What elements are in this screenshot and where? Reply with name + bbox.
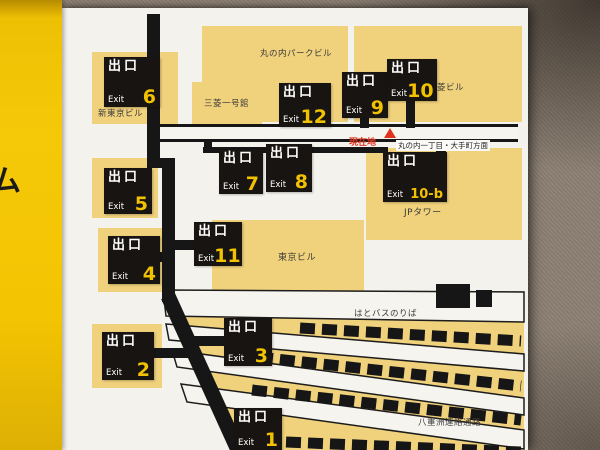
exit-en: Exit <box>270 179 287 190</box>
stub-exit3 <box>186 336 228 346</box>
exit-en: Exit <box>223 181 240 192</box>
exit-kanji: 出口 <box>228 320 261 335</box>
exit-en: Exit <box>112 271 129 282</box>
exit-en: Exit <box>106 367 123 378</box>
exit-kanji: 出口 <box>387 154 420 169</box>
exit-number: 6 <box>142 85 156 108</box>
exit-number: 11 <box>214 244 241 267</box>
label-shin-tokyo-building: 新東京ビル <box>98 109 144 119</box>
road-yaesu-passage <box>179 383 525 450</box>
exit-en: Exit <box>387 189 404 200</box>
exit-badge-4: 出口 Exit 4 <box>108 236 160 284</box>
top-corridor-lower-line <box>158 139 518 142</box>
label-mitsubishi-building: 三菱ビル <box>428 83 465 93</box>
you-are-here-marker-icon <box>384 128 396 138</box>
exit-number: 2 <box>136 358 150 381</box>
label-tokyo-building: 東京ビル <box>278 253 317 263</box>
label-mitsubishi-ichigokan: 三菱一号館 <box>204 99 250 109</box>
stub-exit11 <box>172 240 196 250</box>
exit-kanji: 出口 <box>346 74 379 89</box>
exit-badge-7: 出口 Exit 7 <box>219 149 263 194</box>
exit-badge-3: 出口 Exit 3 <box>224 318 272 366</box>
exit-kanji: 出口 <box>223 151 256 166</box>
exit-number: 10 <box>407 79 434 102</box>
label-jp-tower: JPタワー <box>404 208 442 218</box>
stub-exit2 <box>152 348 198 358</box>
exit-number: 8 <box>294 170 308 193</box>
exit-en: Exit <box>108 94 125 105</box>
corridor-diagonal <box>161 292 245 450</box>
label-marunouchi-park-building: 丸の内パークビル <box>260 49 333 59</box>
exit-badge-5: 出口 Exit 5 <box>104 168 152 214</box>
exit-kanji: 出口 <box>112 238 145 253</box>
exit-en: Exit <box>108 201 125 212</box>
exit-number: 3 <box>254 344 268 367</box>
you-are-here-label: 現在地 <box>349 138 377 148</box>
exit-kanji: 出口 <box>238 410 271 425</box>
exit-en: Exit <box>283 114 300 125</box>
top-corridor-fill <box>158 126 518 140</box>
stub-corridor-7-8 <box>204 140 212 150</box>
stub-exit10 <box>406 101 415 128</box>
exit-badge-6: 出口 Exit 6 <box>104 57 160 107</box>
exit-number: 5 <box>134 192 148 215</box>
exit-number: 10-b <box>410 186 443 202</box>
stub-exit4 <box>156 252 166 262</box>
sign-yellow-strip: ム <box>0 0 62 450</box>
exit-badge-8: 出口 Exit 8 <box>266 144 312 192</box>
exit-en: Exit <box>346 105 363 116</box>
exit-badge-9: 出口 Exit 9 <box>342 72 388 118</box>
exit-kanji: 出口 <box>270 146 303 161</box>
label-hato-bus-stop: はとバスのりば <box>354 309 418 319</box>
exit-number: 9 <box>370 96 384 119</box>
exit-en: Exit <box>198 253 215 264</box>
exit-kanji: 出口 <box>106 334 139 349</box>
exit-en: Exit <box>391 88 408 99</box>
exit-number: 7 <box>245 172 259 195</box>
exit-badge-2: 出口 Exit 2 <box>102 332 154 380</box>
main-corridor-jog <box>147 158 175 168</box>
road-middle-2 <box>170 349 525 416</box>
exit-en: Exit <box>228 353 245 364</box>
top-corridor-upper-line <box>158 124 518 127</box>
exit-badge-1: 出口 Exit 1 <box>234 408 282 450</box>
map-structures <box>436 284 492 308</box>
label-yaesu-passage: 八重洲連絡通路 <box>418 418 482 428</box>
exit-kanji: 出口 <box>108 170 141 185</box>
strip-partial-character: ム <box>0 164 21 199</box>
structure-block-large <box>436 284 470 308</box>
stub-exit9 <box>360 118 369 128</box>
direction-label-marunouchi-otemachi: 丸の内一丁目・大手町方面 <box>396 140 490 151</box>
exit-kanji: 出口 <box>198 224 231 239</box>
exit-badge-10b: 出口 Exit 10-b <box>383 152 447 202</box>
structure-block-small <box>476 290 492 307</box>
exit-kanji: 出口 <box>108 59 141 74</box>
exit-en: Exit <box>238 437 255 448</box>
main-corridor-lower <box>162 162 175 302</box>
platform-hatching <box>251 322 522 450</box>
exit-number: 4 <box>142 262 156 285</box>
exit-number: 12 <box>300 105 327 128</box>
exit-kanji: 出口 <box>391 61 424 76</box>
exit-number: 1 <box>264 428 278 450</box>
exit-kanji: 出口 <box>283 85 316 100</box>
